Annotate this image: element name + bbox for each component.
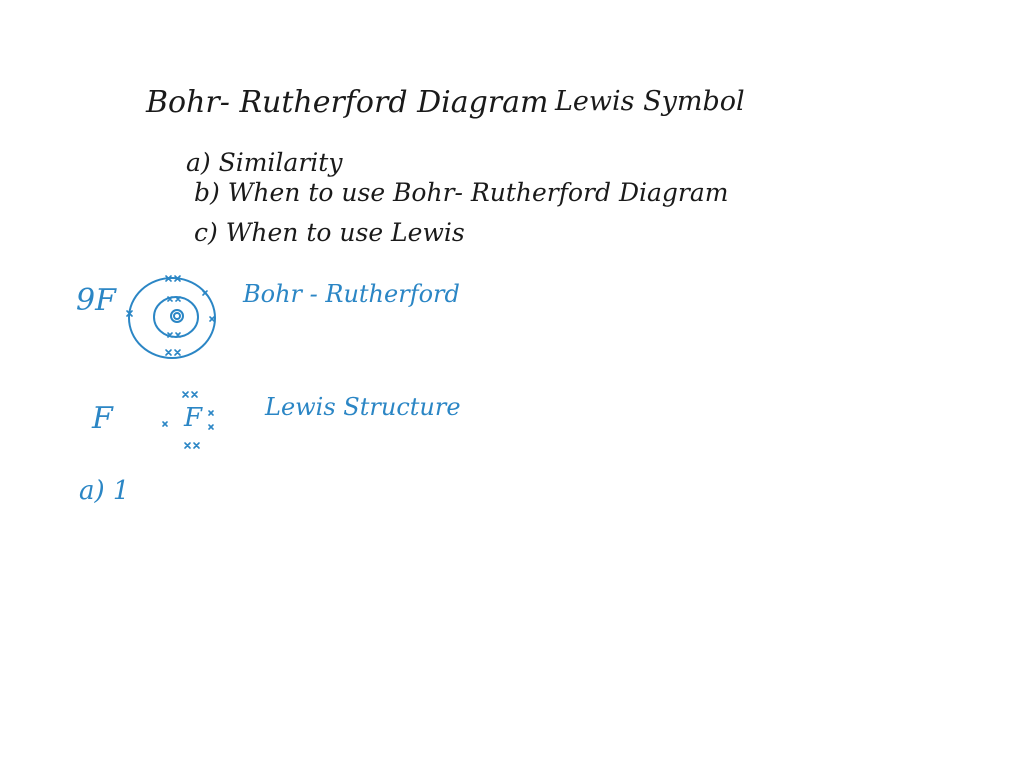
electron-marks bbox=[126, 275, 215, 356]
element-label-f: F bbox=[92, 401, 113, 436]
nucleus-inner-dot bbox=[173, 312, 181, 320]
answer-a-start: a) 1 bbox=[79, 476, 130, 506]
lewis-structure-label: Lewis Structure bbox=[265, 393, 461, 421]
lewis-center-symbol: F bbox=[184, 403, 203, 433]
bohr-model-diagram bbox=[128, 277, 216, 359]
question-a: a) Similarity bbox=[186, 148, 343, 177]
question-c: c) When to use Lewis bbox=[194, 218, 465, 247]
outer-electron-shell bbox=[128, 277, 216, 359]
inner-electron-shell bbox=[153, 296, 199, 338]
lewis-dot-marks bbox=[162, 391, 214, 449]
element-label-9f: 9F bbox=[76, 283, 116, 318]
nucleus-outer-ring bbox=[170, 309, 184, 323]
bohr-rutherford-label: Bohr - Rutherford bbox=[243, 280, 460, 308]
question-b: b) When to use Bohr- Rutherford Diagram bbox=[194, 178, 729, 207]
heading-lewis-symbol: Lewis Symbol bbox=[555, 86, 745, 117]
heading-bohr-rutherford: Bohr- Rutherford Diagram bbox=[146, 85, 549, 120]
